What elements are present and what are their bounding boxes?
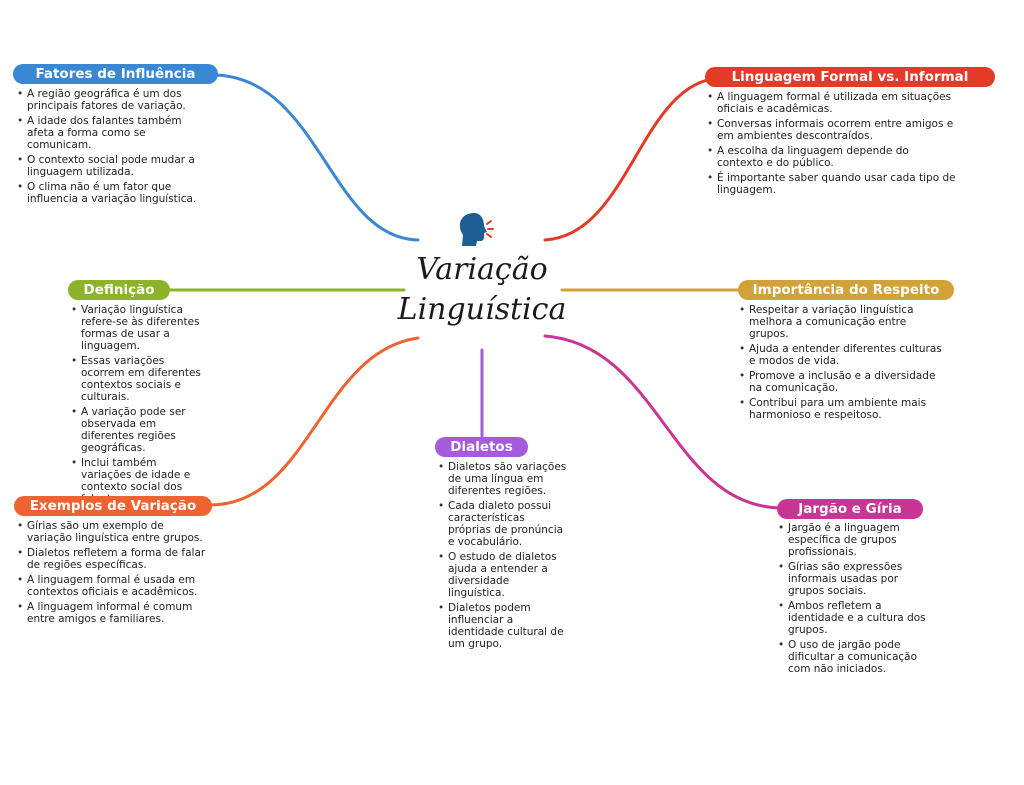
list-definicao: Variação linguística refere-se às difere…	[70, 304, 205, 508]
list-importancia-do-respeito: Respeitar a variação linguística melhora…	[738, 304, 944, 424]
topic-linguagem-formal-informal: Linguagem Formal vs. Informal	[705, 67, 995, 87]
list-item: O estudo de dialetos ajuda a entender a …	[437, 551, 567, 599]
topic-jargao-e-giria: Jargão e Gíria	[777, 499, 923, 519]
list-item: A linguagem informal é comum entre amigo…	[16, 601, 208, 625]
list-jargao-e-giria: Jargão é a linguagem específica de grupo…	[777, 522, 937, 678]
list-item: Contribui para um ambiente mais harmonio…	[738, 397, 944, 421]
list-item: O clima não é um fator que influencia a …	[16, 181, 212, 205]
list-dialetos: Dialetos são variações de uma língua em …	[437, 461, 567, 653]
list-item: O contexto social pode mudar a linguagem…	[16, 154, 212, 178]
list-item: Essas variações ocorrem em diferentes co…	[70, 355, 205, 403]
topic-exemplos-de-variacao: Exemplos de Variação	[14, 496, 212, 516]
list-item: É importante saber quando usar cada tipo…	[706, 172, 958, 196]
list-item: A variação pode ser observada em diferen…	[70, 406, 205, 454]
list-item: Promove a inclusão e a diversidade na co…	[738, 370, 944, 394]
topic-definicao: Definição	[68, 280, 170, 300]
list-linguagem-formal-informal: A linguagem formal é utilizada em situaç…	[706, 91, 958, 199]
list-item: A região geográfica é um dos principais …	[16, 88, 212, 112]
topic-fatores-de-influencia: Fatores de Influência	[13, 64, 218, 84]
list-item: Ambos refletem a identidade e a cultura …	[777, 600, 937, 636]
list-item: Variação linguística refere-se às difere…	[70, 304, 205, 352]
topic-importancia-do-respeito: Importância do Respeito	[738, 280, 954, 300]
list-item: Conversas informais ocorrem entre amigos…	[706, 118, 958, 142]
list-item: O uso de jargão pode dificultar a comuni…	[777, 639, 937, 675]
list-item: Dialetos refletem a forma de falar de re…	[16, 547, 208, 571]
list-item: Gírias são expressões informais usadas p…	[777, 561, 937, 597]
connector-exemplos	[208, 336, 420, 507]
connector-jargao	[543, 334, 782, 510]
list-exemplos-de-variacao: Gírias são um exemplo de variação linguí…	[16, 520, 208, 628]
list-item: Jargão é a linguagem específica de grupo…	[777, 522, 937, 558]
list-item: A linguagem formal é usada em contextos …	[16, 574, 208, 598]
list-item: Ajuda a entender diferentes culturas e m…	[738, 343, 944, 367]
list-item: Dialetos são variações de uma língua em …	[437, 461, 567, 497]
central-topic: Variação Linguística	[382, 250, 582, 330]
list-item: Dialetos podem influenciar a identidade …	[437, 602, 567, 650]
connector-formal	[543, 76, 722, 242]
list-item: A escolha da linguagem depende do contex…	[706, 145, 958, 169]
list-item: A linguagem formal é utilizada em situaç…	[706, 91, 958, 115]
list-item: A idade dos falantes também afeta a form…	[16, 115, 212, 151]
list-fatores-de-influencia: A região geográfica é um dos principais …	[16, 88, 212, 208]
connector-fatores	[213, 73, 420, 242]
central-topic-line1: Variação	[416, 252, 548, 287]
list-item: Gírias são um exemplo de variação linguí…	[16, 520, 208, 544]
speaking-head-icon	[459, 213, 494, 246]
central-topic-line2: Linguística	[397, 292, 567, 327]
list-item: Cada dialeto possui características próp…	[437, 500, 567, 548]
topic-dialetos: Dialetos	[435, 437, 528, 457]
list-item: Respeitar a variação linguística melhora…	[738, 304, 944, 340]
